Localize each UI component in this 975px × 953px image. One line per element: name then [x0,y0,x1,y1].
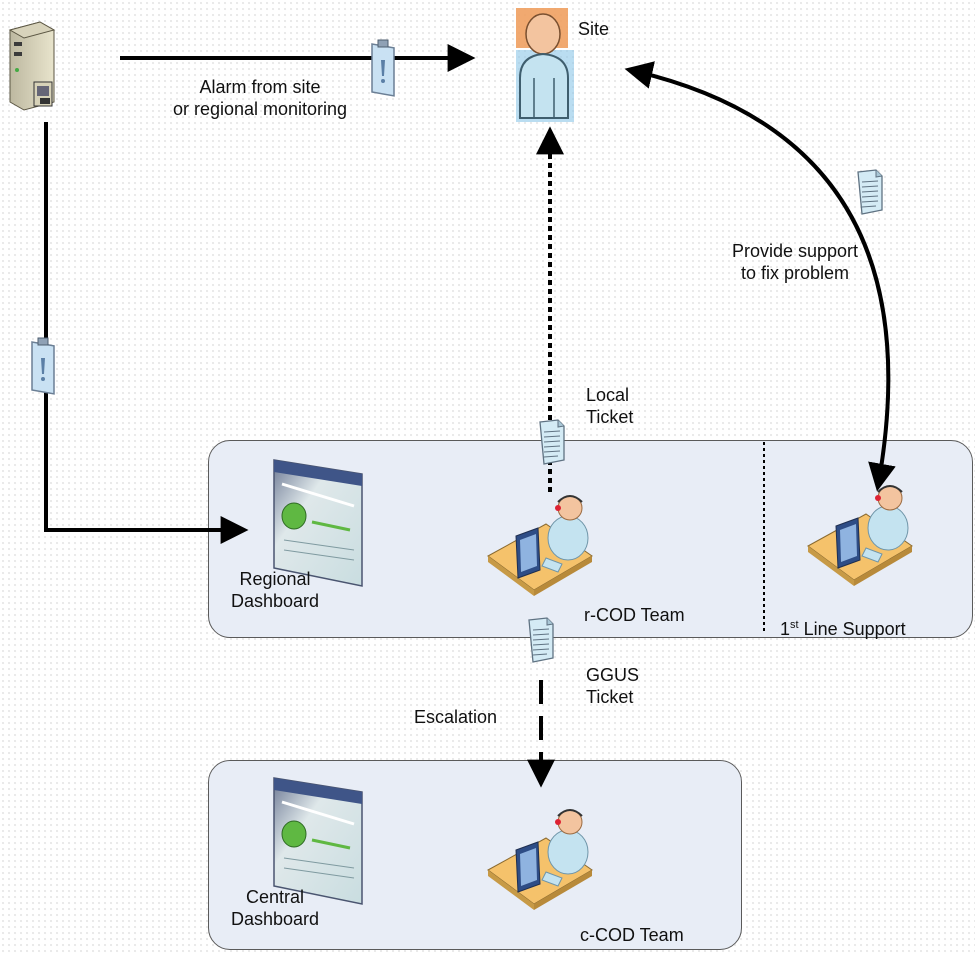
regional-dashboard-label: Regional Dashboard [230,569,320,611]
support-arrow [624,61,896,492]
ggus-ticket-label: GGUS Ticket [586,665,640,707]
first-line-support-label: 1st Line Support [780,619,906,639]
ticket-document-icon [857,169,883,215]
site-label: Site [578,19,610,39]
server-icon [8,21,56,111]
rcod-team-label: r-COD Team [584,605,685,625]
alarm-label: Alarm from site or regional monitoring [172,77,348,119]
person-icon [516,8,574,122]
central-dashboard-label: Central Dashboard [230,887,320,929]
ccod-team-label: c-COD Team [580,925,684,945]
operator-icon [487,495,593,597]
provide-support-label: Provide support to fix problem [731,241,859,283]
alarm-clipboard-icon [31,337,55,395]
operator-icon [807,485,913,587]
ticket-document-icon [528,617,554,663]
operator-icon [487,809,593,911]
dashboard-alarm-arrow [44,122,249,544]
local-ticket-label: Local Ticket [586,385,634,427]
ticket-document-icon [539,419,565,465]
escalation-label: Escalation [414,707,498,727]
